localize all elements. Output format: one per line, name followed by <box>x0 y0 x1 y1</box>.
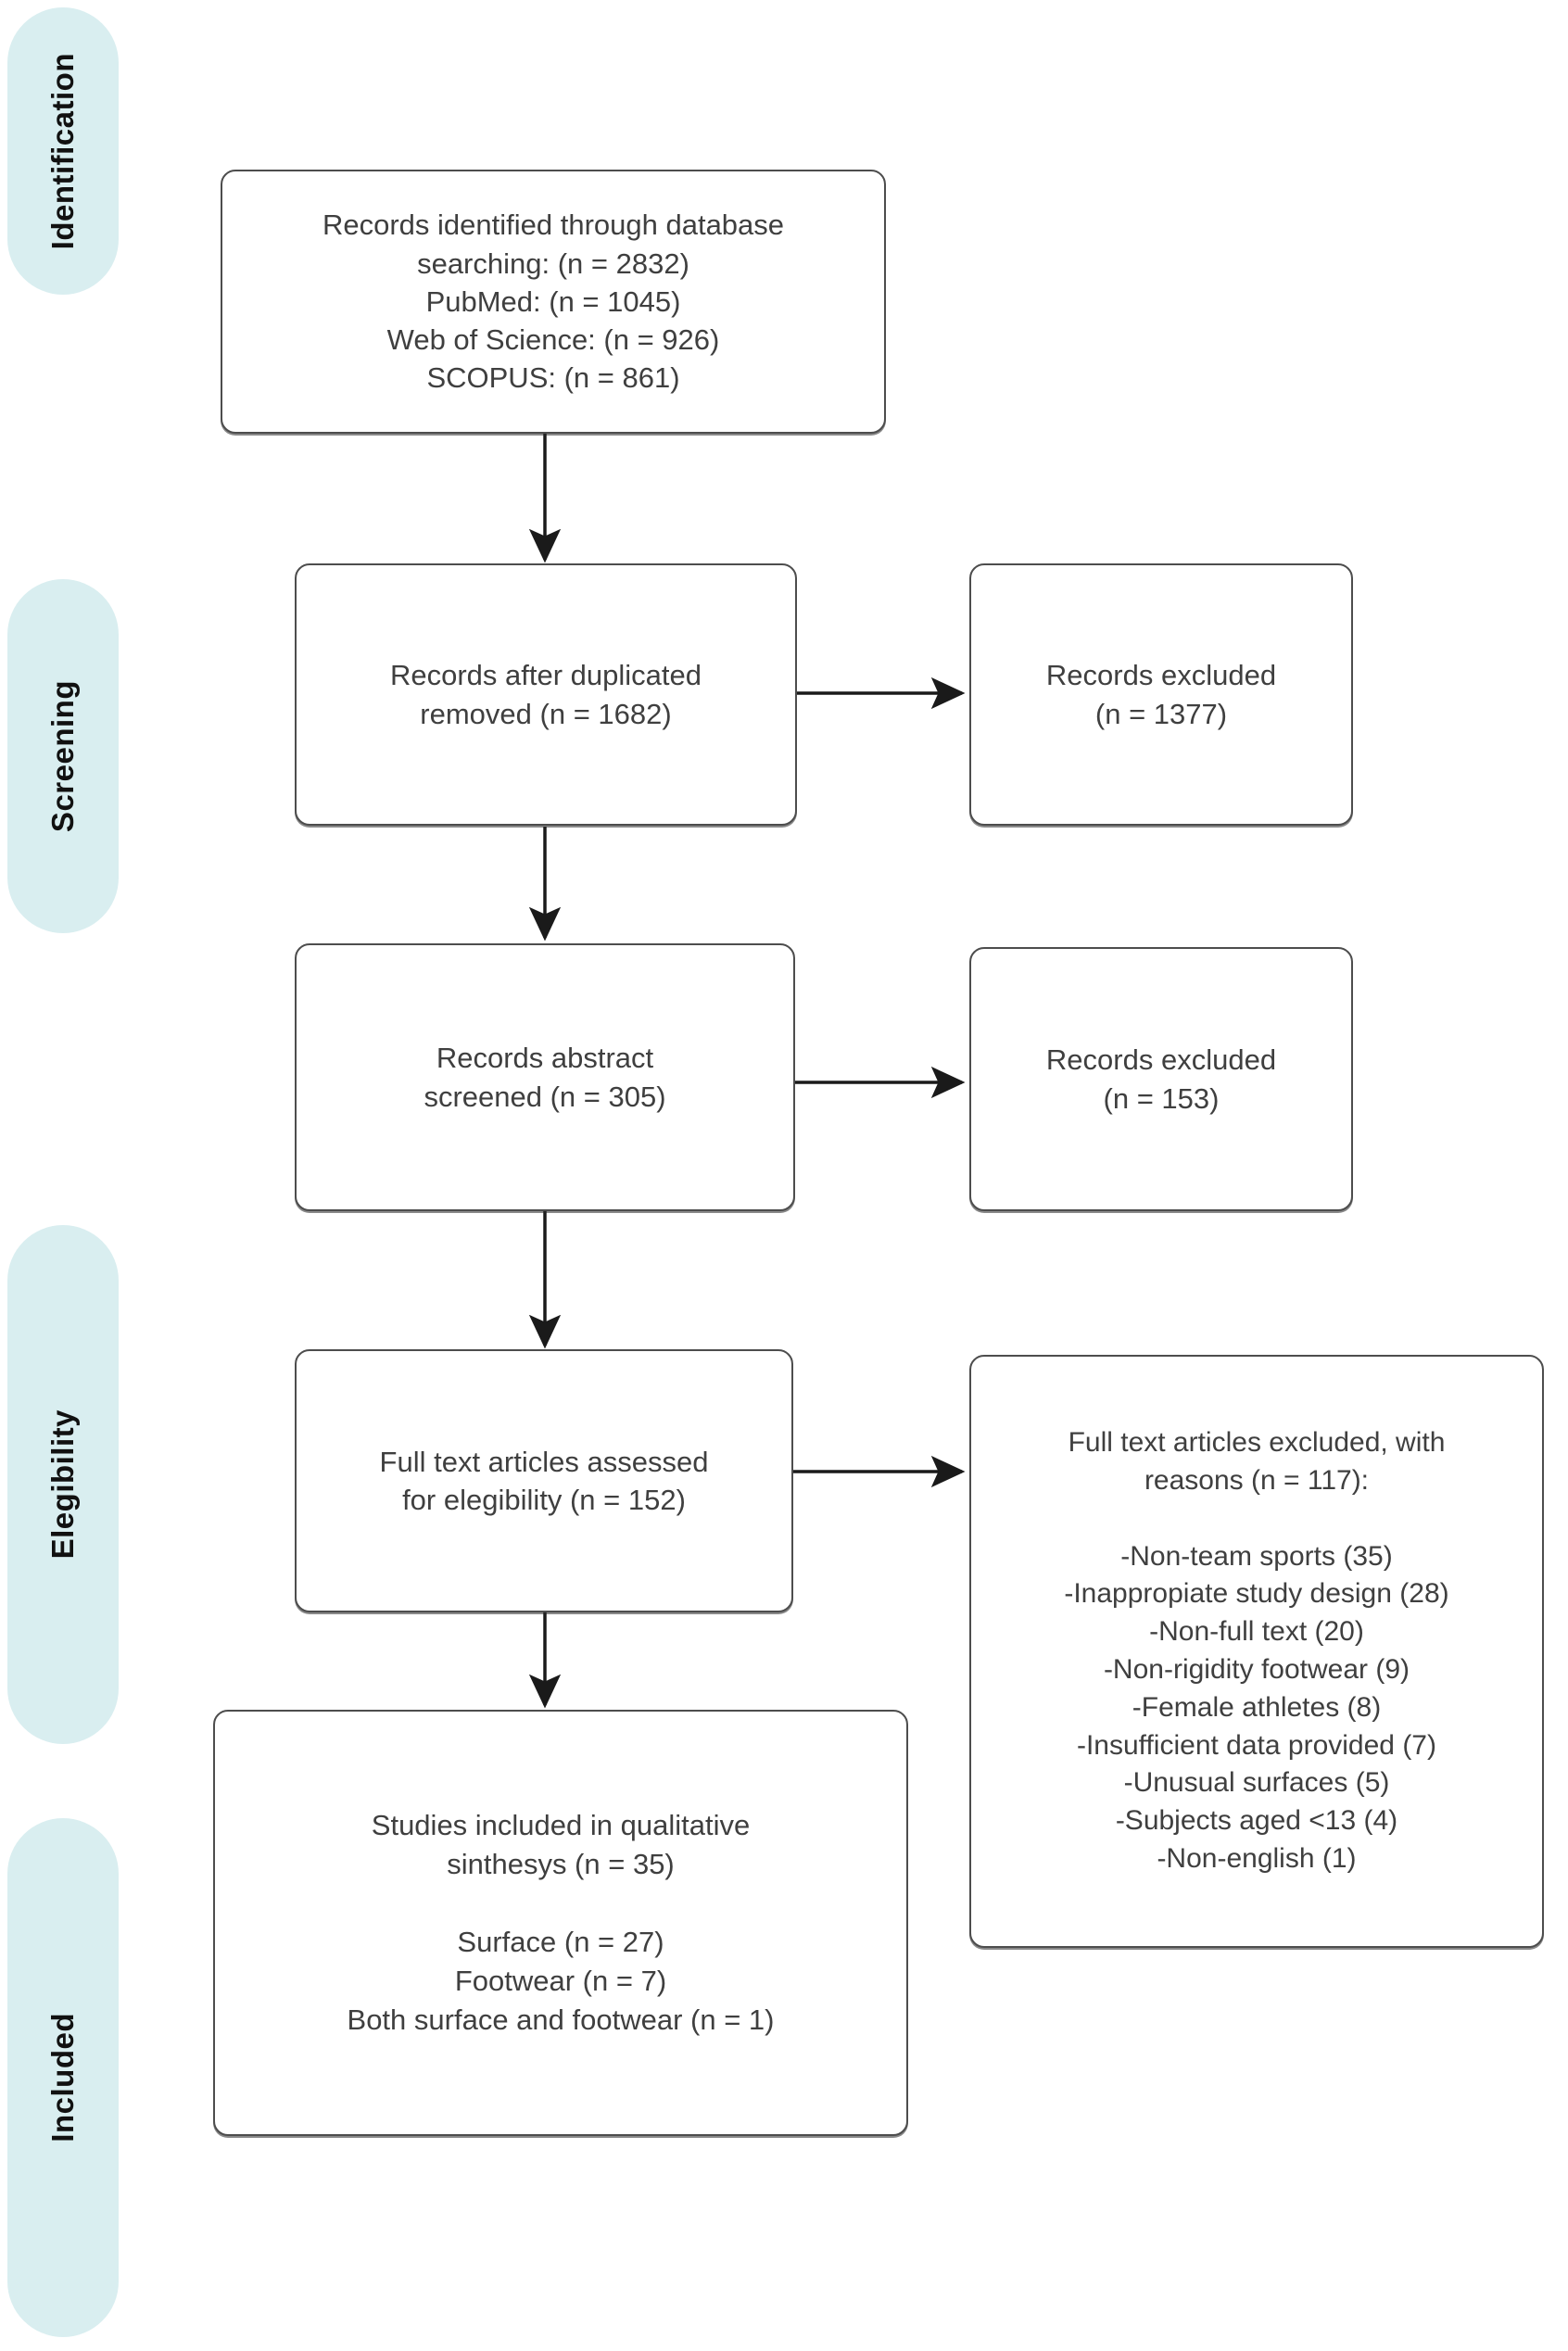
stage-pill-screening: Screening <box>7 579 119 933</box>
records-after-duplicates-box: Records after duplicated removed (n = 16… <box>295 563 797 826</box>
studies-included-box: Studies included in qualitative sinthesy… <box>213 1710 908 2136</box>
records-abstract-screened-box: Records abstract screened (n = 305) <box>295 943 795 1211</box>
records-after-duplicates-text: Records after duplicated removed (n = 16… <box>389 659 702 730</box>
records-excluded-1377-text: Records excluded (n = 1377) <box>1045 659 1277 730</box>
records-excluded-153-text: Records excluded (n = 153) <box>1045 1043 1277 1115</box>
stage-pill-elegibility: Elegibility <box>7 1225 119 1744</box>
records-excluded-153-box: Records excluded (n = 153) <box>969 947 1353 1211</box>
full-text-excluded-reasons-text: Full text articles excluded, with reason… <box>1064 1427 1449 1874</box>
stage-label-identification: Identification <box>45 52 80 250</box>
full-text-assessed-box: Full text articles assessed for elegibil… <box>295 1349 793 1612</box>
records-identified-box: Records identified through database sear… <box>221 170 886 434</box>
full-text-assessed-text: Full text articles assessed for elegibil… <box>379 1445 709 1516</box>
stage-pill-included: Included <box>7 1818 119 2337</box>
stage-label-elegibility: Elegibility <box>45 1409 80 1560</box>
full-text-excluded-reasons-box: Full text articles excluded, with reason… <box>969 1355 1544 1948</box>
stage-label-included: Included <box>45 2013 80 2142</box>
stage-label-screening: Screening <box>45 679 80 833</box>
records-excluded-1377-box: Records excluded (n = 1377) <box>969 563 1353 826</box>
records-identified-text: Records identified through database sear… <box>322 209 785 395</box>
stage-pill-identification: Identification <box>7 7 119 295</box>
studies-included-text: Studies included in qualitative sinthesy… <box>347 1808 775 2037</box>
records-abstract-screened-text: Records abstract screened (n = 305) <box>424 1042 666 1113</box>
